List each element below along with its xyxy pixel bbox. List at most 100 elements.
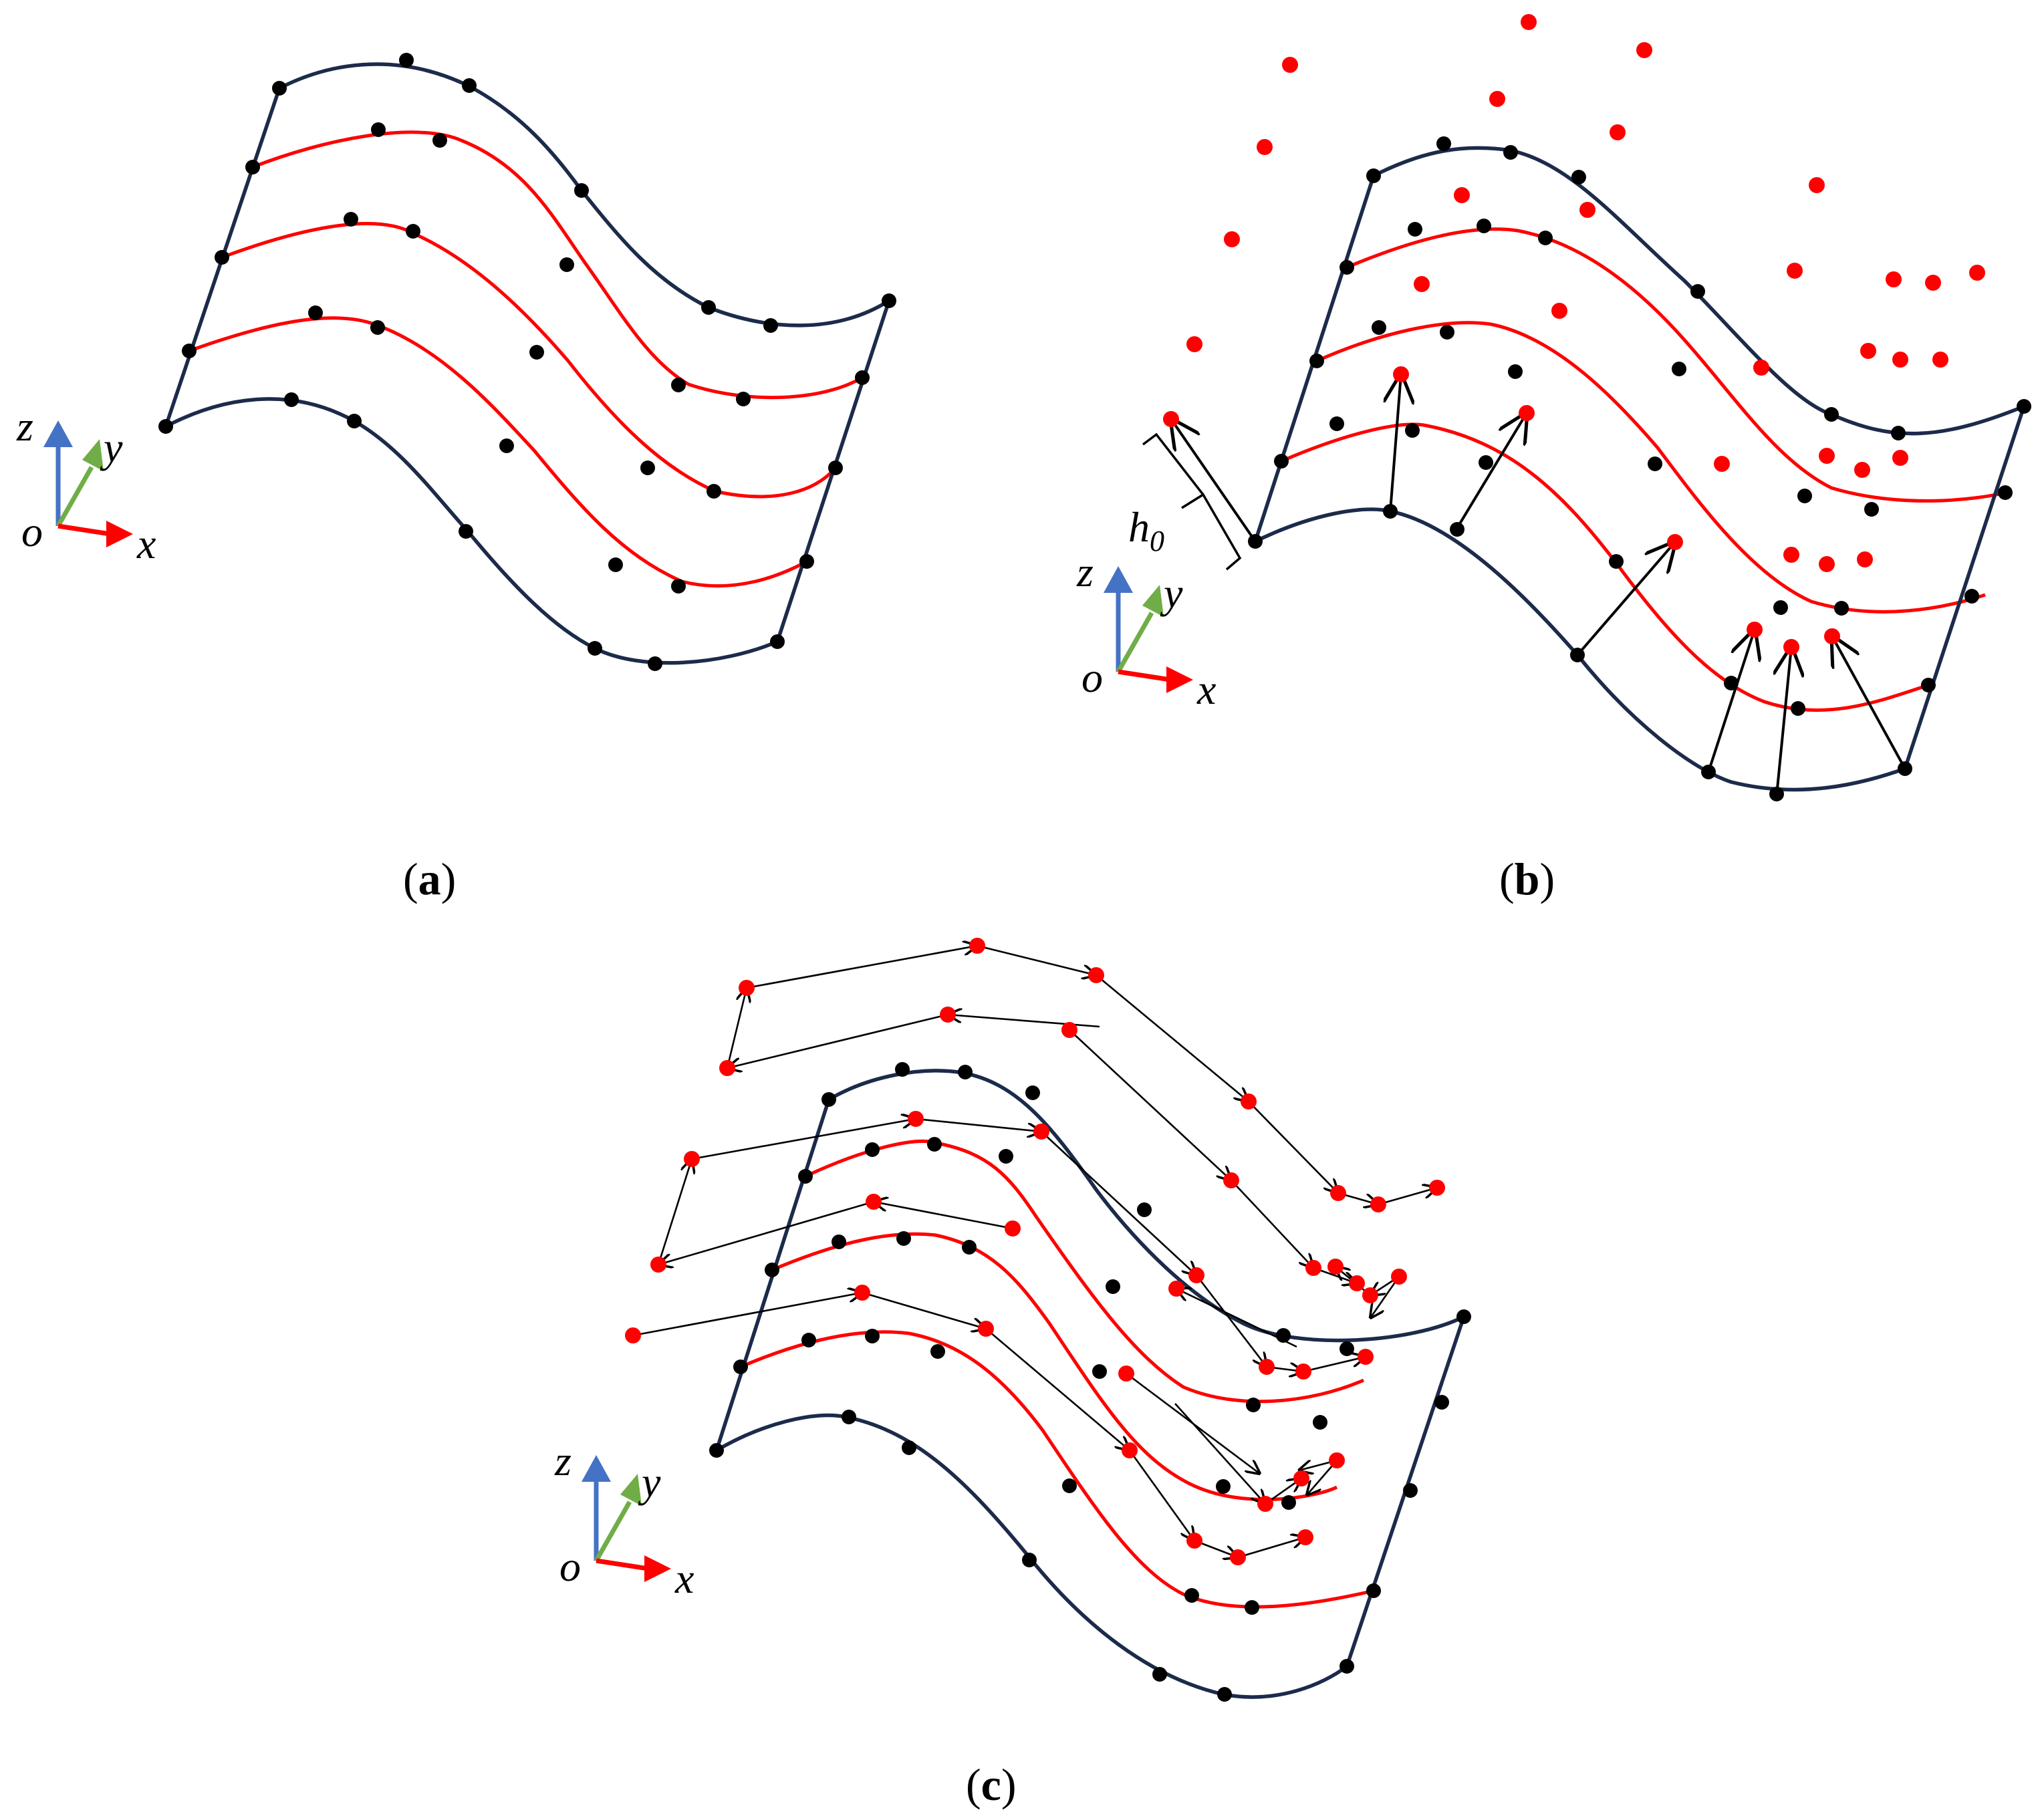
surface-point — [1753, 360, 1769, 376]
axis-origin-label: o — [21, 508, 43, 555]
grid-node — [462, 78, 477, 93]
offset-vector — [1707, 630, 1755, 773]
surface-point — [1925, 275, 1941, 291]
path-point — [1429, 1180, 1445, 1196]
grid-node — [1701, 765, 1716, 779]
surface-point — [1854, 462, 1870, 478]
axis-y-label: y — [638, 1458, 661, 1506]
path-point — [1122, 1442, 1138, 1458]
grid-node — [1773, 600, 1788, 615]
grid-node — [1456, 1309, 1471, 1324]
axis-triad: z y x o — [1076, 548, 1216, 713]
surface-point — [1163, 411, 1179, 427]
interior-curve — [252, 130, 864, 400]
grid-node — [2017, 399, 2031, 414]
path-point — [1305, 1260, 1321, 1276]
surface-point — [1783, 639, 1799, 655]
interior-curve — [221, 222, 837, 499]
path-vector — [1303, 1357, 1366, 1373]
surface-point — [1860, 343, 1876, 359]
path-point — [1088, 967, 1104, 983]
surface-point — [1857, 551, 1873, 567]
offset-vector — [1456, 413, 1527, 529]
surface-point — [1714, 456, 1730, 472]
grid-node — [1329, 416, 1344, 431]
grid-node — [1274, 454, 1289, 469]
grid-node — [801, 1333, 816, 1347]
grid-node — [1137, 1202, 1152, 1217]
grid-node — [370, 320, 385, 335]
side-edge — [1903, 406, 2026, 769]
interior-curve — [804, 1140, 1365, 1404]
grid-node — [1921, 678, 1936, 692]
grid-node — [832, 1234, 846, 1249]
boundary-curve — [827, 1069, 1465, 1343]
grid-node — [1864, 502, 1879, 517]
path-point — [1257, 1496, 1273, 1512]
offset-brace-icon — [1142, 432, 1242, 571]
surface-point — [1186, 336, 1202, 352]
path-point — [1297, 1529, 1313, 1545]
surface-point — [1819, 448, 1835, 464]
surface-c — [715, 1069, 1466, 1699]
path-point — [1259, 1359, 1275, 1375]
path-point — [1061, 1022, 1077, 1038]
surface-point — [1579, 202, 1596, 218]
path-point — [978, 1321, 994, 1337]
path-vector-set — [632, 946, 1437, 1557]
grid-node — [215, 250, 229, 265]
grid-node — [1106, 1279, 1120, 1294]
grid-node — [733, 1359, 748, 1374]
grid-node — [347, 414, 362, 428]
grid-node — [1366, 1583, 1381, 1598]
grid-node — [895, 1062, 910, 1077]
grid-node — [1372, 320, 1386, 335]
grid-node — [1538, 231, 1553, 245]
grid-node — [272, 81, 287, 96]
grid-node — [763, 318, 778, 333]
surface-point — [1819, 556, 1835, 572]
grid-node — [842, 1410, 856, 1424]
surface-point — [1224, 231, 1240, 247]
grid-node — [608, 557, 623, 572]
grid-node — [1248, 534, 1263, 549]
grid-node — [1062, 1478, 1077, 1493]
offset-vector — [1832, 636, 1906, 769]
grid-node — [1479, 455, 1493, 470]
grid-node — [1281, 1495, 1296, 1510]
path-vector — [1370, 1276, 1400, 1318]
path-point — [625, 1327, 641, 1343]
path-point — [1329, 1452, 1345, 1468]
axis-y-label: y — [1160, 569, 1183, 617]
path-vector — [915, 1118, 1041, 1132]
node-set — [709, 1062, 1471, 1702]
surface-point — [1892, 352, 1908, 368]
grid-node — [1366, 168, 1381, 183]
path-point — [1241, 1093, 1257, 1110]
surface-point — [1932, 352, 1948, 368]
grid-node — [529, 345, 544, 360]
grid-node — [1724, 676, 1739, 690]
surface-point — [1489, 91, 1505, 107]
grid-node — [1339, 1659, 1354, 1674]
path-point — [969, 938, 985, 954]
offset-height-label: h0 — [1128, 503, 1164, 557]
axis-origin-label: o — [559, 1543, 581, 1590]
grid-node — [1477, 219, 1491, 233]
path-point — [1005, 1220, 1021, 1237]
grid-node — [865, 1329, 880, 1343]
grid-node — [574, 183, 589, 198]
grid-node — [284, 392, 299, 407]
grid-node — [1797, 489, 1812, 503]
grid-node — [1769, 787, 1784, 801]
path-point — [854, 1285, 870, 1301]
grid-node — [648, 656, 662, 671]
grid-node — [1025, 1085, 1040, 1100]
grid-node — [1152, 1667, 1167, 1682]
grid-node — [1964, 589, 1979, 604]
surface-point — [1809, 177, 1825, 193]
grid-node — [707, 484, 721, 499]
surface-point — [1414, 276, 1430, 292]
grid-node — [1339, 260, 1354, 275]
node-set — [1248, 136, 2031, 801]
